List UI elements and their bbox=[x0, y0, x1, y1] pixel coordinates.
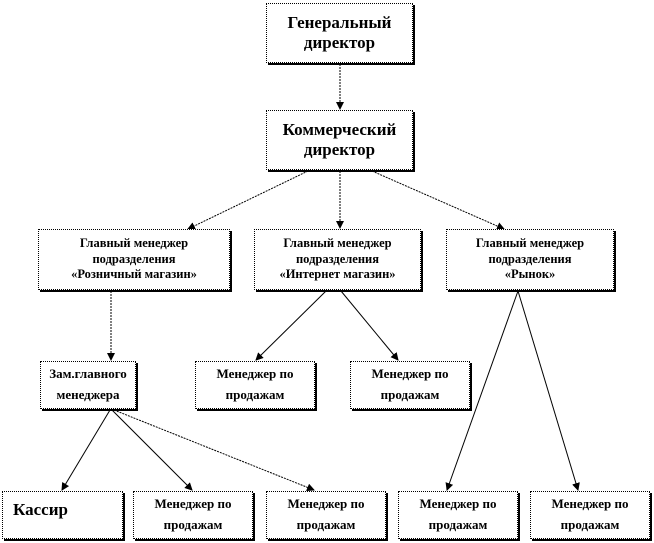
node-deputy-head: Зам.главного менеджера bbox=[40, 361, 136, 409]
node-market-head: Главный менеджер подразделения «Рынок» bbox=[446, 229, 614, 290]
arrow-commercial-to-retail bbox=[187, 170, 309, 230]
node-retail-sales-manager-2: Менеджер по продажам bbox=[266, 491, 386, 539]
arrow-deputy-to-cashier bbox=[61, 409, 111, 491]
node-retail-head: Главный менеджер подразделения «Розничны… bbox=[38, 229, 230, 290]
node-internet-sales-manager-2: Менеджер по продажам bbox=[350, 361, 470, 409]
node-commercial-director: Коммерческий директор bbox=[266, 110, 413, 170]
node-market-sales-manager-1: Менеджер по продажам bbox=[398, 491, 518, 539]
node-retail-sales-manager-1: Менеджер по продажам bbox=[133, 491, 253, 539]
arrow-market-to-sales2 bbox=[517, 290, 580, 491]
arrow-deputy-to-retail-sales2 bbox=[113, 409, 315, 492]
arrow-internet-to-sales1 bbox=[255, 290, 327, 361]
node-cashier: Кассир bbox=[2, 491, 123, 539]
node-internet-sales-manager-1: Менеджер по продажам bbox=[195, 361, 315, 409]
node-general-director: Генеральный директор bbox=[266, 3, 413, 63]
arrow-deputy-to-retail-sales1 bbox=[111, 409, 193, 491]
node-market-sales-manager-2: Менеджер по продажам bbox=[530, 491, 650, 539]
node-internet-head: Главный менеджер подразделения «Интернет… bbox=[254, 229, 421, 290]
arrow-market-to-sales1 bbox=[445, 290, 519, 491]
arrow-commercial-to-market bbox=[371, 170, 505, 230]
arrow-internet-to-sales2 bbox=[340, 290, 399, 361]
